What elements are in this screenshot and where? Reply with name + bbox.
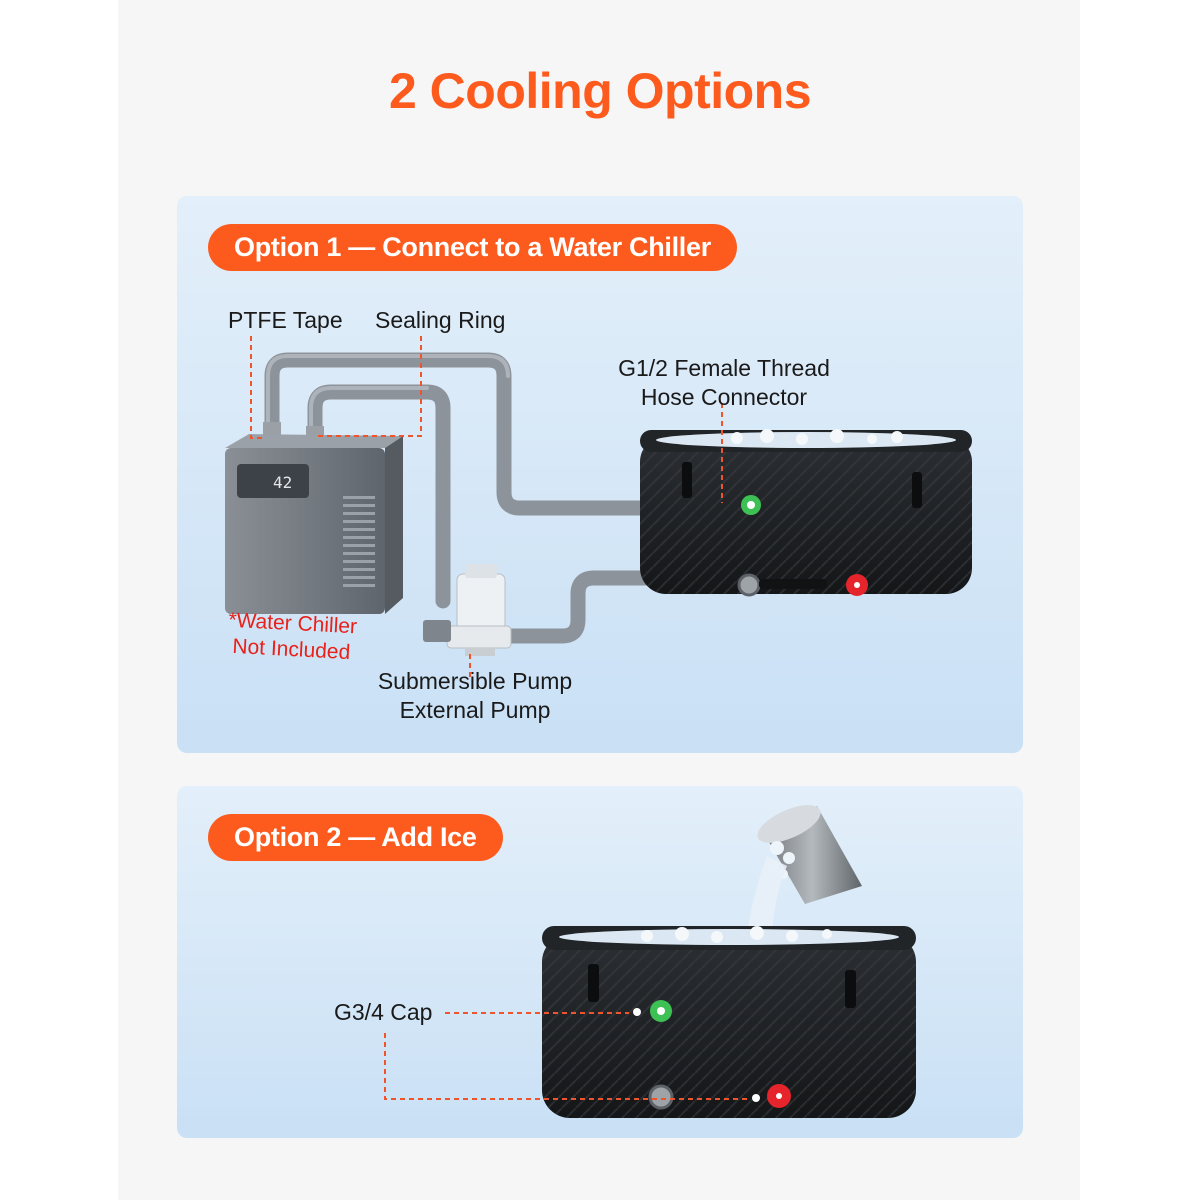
page-title: 2 Cooling Options bbox=[388, 63, 812, 119]
water-chiller-icon bbox=[225, 422, 403, 614]
sealing-ring-label: Sealing Ring bbox=[375, 307, 506, 333]
ice-bucket-icon bbox=[747, 805, 862, 936]
hose-icon bbox=[264, 352, 753, 644]
pump-label-line1: Submersible Pump bbox=[377, 668, 573, 694]
option2-heading: Option 2 — Add Ice bbox=[208, 814, 503, 861]
option2-panel: Option 2 — Add Ice G3/4 Cap bbox=[177, 786, 1023, 1138]
ptfe-tape-label: PTFE Tape bbox=[228, 307, 343, 333]
connector-label: G1/2 Female Thread Hose Connector bbox=[600, 354, 848, 412]
submersible-pump-icon bbox=[423, 564, 512, 656]
g34-cap-label: G3/4 Cap bbox=[334, 999, 433, 1025]
pump-label-line2: External Pump bbox=[399, 697, 551, 723]
chiller-not-included-note: *Water Chiller Not Included bbox=[201, 606, 383, 667]
option1-illustration: 42 bbox=[225, 336, 972, 681]
ice-tub-icon bbox=[640, 429, 972, 597]
connector-label-line1: G1/2 Female Thread bbox=[618, 355, 830, 381]
ice-tub-icon bbox=[542, 926, 916, 1118]
pump-label: Submersible Pump External Pump bbox=[361, 667, 589, 725]
option1-heading: Option 1 — Connect to a Water Chiller bbox=[208, 224, 737, 271]
option2-illustration bbox=[384, 805, 916, 1118]
option1-panel: 42 bbox=[177, 196, 1023, 753]
connector-label-line2: Hose Connector bbox=[640, 384, 808, 410]
chiller-display-readout: 42 bbox=[273, 473, 292, 492]
